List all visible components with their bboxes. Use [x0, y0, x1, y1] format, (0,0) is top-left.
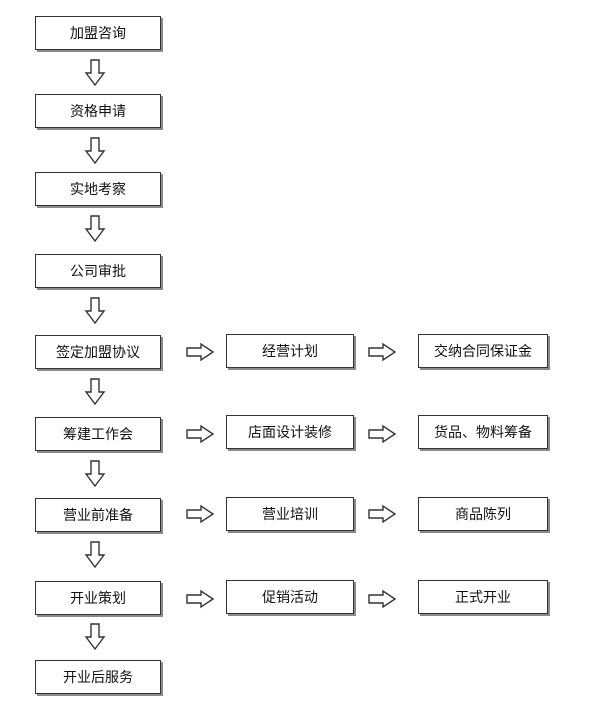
down-arrow-icon — [84, 215, 106, 243]
right-arrow-icon — [186, 504, 215, 524]
down-arrow-icon — [84, 541, 106, 569]
step-box: 加盟咨询 — [35, 16, 161, 50]
right-arrow-icon — [368, 342, 397, 362]
right-step-box: 交纳合同保证金 — [418, 334, 548, 368]
step-box: 签定加盟协议 — [35, 335, 161, 369]
step-box: 筹建工作会 — [35, 417, 161, 451]
step-box: 开业后服务 — [35, 660, 161, 694]
down-arrow-icon — [84, 378, 106, 406]
down-arrow-icon — [84, 137, 106, 165]
middle-step-box: 促销活动 — [226, 580, 354, 614]
right-step-box: 货品、物料筹备 — [418, 415, 548, 449]
step-box: 开业策划 — [35, 581, 161, 615]
down-arrow-icon — [84, 297, 106, 325]
step-box: 营业前准备 — [35, 498, 161, 532]
right-step-box: 正式开业 — [418, 580, 548, 614]
down-arrow-icon — [84, 59, 106, 87]
down-arrow-icon — [84, 460, 106, 488]
right-arrow-icon — [186, 589, 215, 609]
down-arrow-icon — [84, 623, 106, 651]
middle-step-box: 营业培训 — [226, 497, 354, 531]
right-arrow-icon — [186, 424, 215, 444]
step-box: 实地考察 — [35, 172, 161, 206]
step-box: 资格申请 — [35, 94, 161, 128]
middle-step-box: 经营计划 — [226, 334, 354, 368]
right-arrow-icon — [368, 424, 397, 444]
right-arrow-icon — [368, 589, 397, 609]
right-arrow-icon — [186, 342, 215, 362]
right-arrow-icon — [368, 504, 397, 524]
middle-step-box: 店面设计装修 — [226, 415, 354, 449]
right-step-box: 商品陈列 — [418, 497, 548, 531]
step-box: 公司审批 — [35, 254, 161, 288]
